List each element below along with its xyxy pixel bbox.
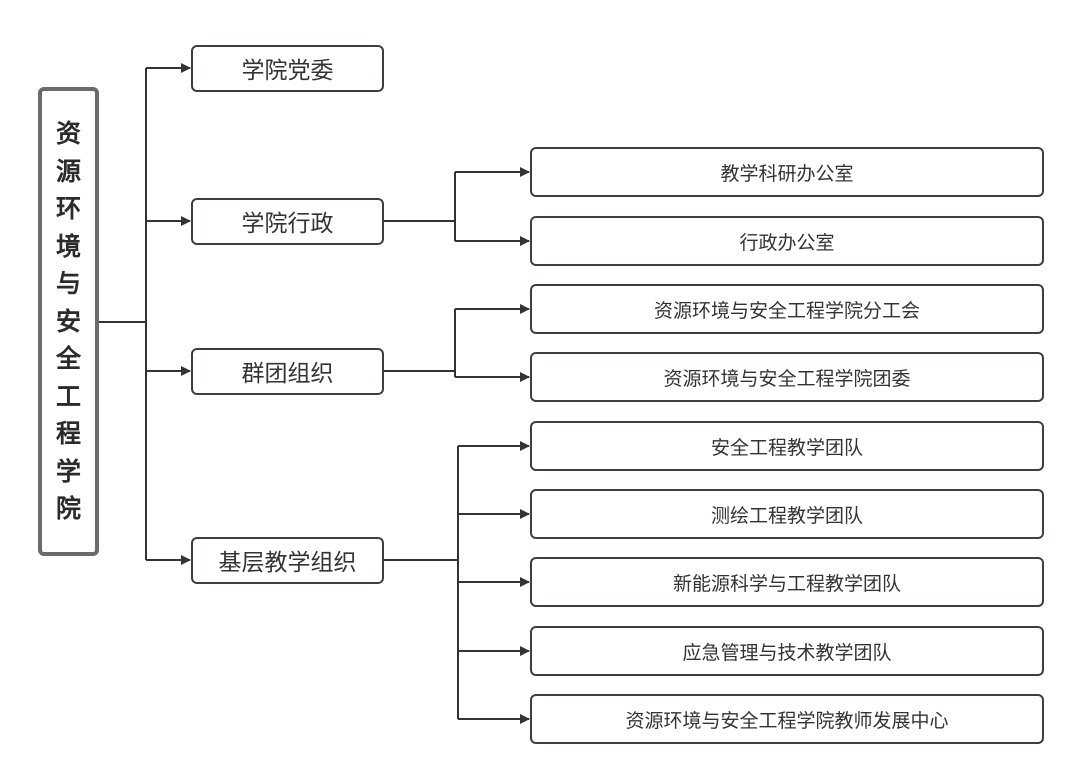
branch-node: 群团组织 [191, 347, 384, 395]
root-label-char: 境 [55, 231, 81, 261]
leaf-node: 新能源科学与工程教学团队 [530, 557, 1044, 607]
root-label-char: 与 [55, 269, 81, 299]
leaf-node: 测绘工程教学团队 [530, 489, 1044, 539]
leaf-node: 教学科研办公室 [530, 147, 1044, 197]
branch-label: 基层教学组织 [218, 550, 357, 576]
leaf-label: 教学科研办公室 [720, 162, 854, 185]
root-label-char: 学 [55, 456, 81, 486]
root-label-char: 环 [55, 194, 81, 224]
leaf-label: 资源环境与安全工程学院教师发展中心 [625, 709, 949, 732]
root-label-char: 工 [55, 381, 81, 411]
leaf-label: 应急管理与技术教学团队 [682, 641, 892, 664]
branch-label: 学院行政 [241, 211, 334, 237]
leaf-label: 安全工程教学团队 [710, 436, 863, 459]
leaf-node: 资源环境与安全工程学院教师发展中心 [530, 694, 1044, 744]
branch-label: 群团组织 [241, 361, 334, 387]
root-node: 资源环境与安全工程学院资源环境与安全工程学院 [38, 87, 99, 556]
root-label-char: 全 [55, 344, 81, 374]
leaf-label: 新能源科学与工程教学团队 [672, 572, 901, 595]
leaf-label: 行政办公室 [739, 231, 835, 254]
root-label-char: 源 [55, 156, 81, 186]
branch-node: 学院党委 [191, 44, 384, 92]
leaf-node: 安全工程教学团队 [530, 421, 1044, 471]
root-label-char: 安 [55, 306, 81, 336]
root-label-char: 资 [55, 119, 81, 149]
leaf-node: 行政办公室 [530, 216, 1044, 266]
leaf-label: 资源环境与安全工程学院团委 [663, 367, 911, 390]
leaf-node: 资源环境与安全工程学院分工会 [530, 284, 1044, 334]
leaf-node: 应急管理与技术教学团队 [530, 626, 1044, 676]
leaf-label: 资源环境与安全工程学院分工会 [653, 299, 920, 322]
root-label-char: 院 [55, 494, 81, 524]
branch-label: 学院党委 [241, 58, 334, 84]
branch-node: 学院行政 [191, 197, 384, 245]
leaf-label: 测绘工程教学团队 [710, 504, 863, 527]
branch-node: 基层教学组织 [191, 536, 384, 584]
leaf-node: 资源环境与安全工程学院团委 [530, 352, 1044, 402]
root-label-char: 程 [55, 419, 81, 449]
